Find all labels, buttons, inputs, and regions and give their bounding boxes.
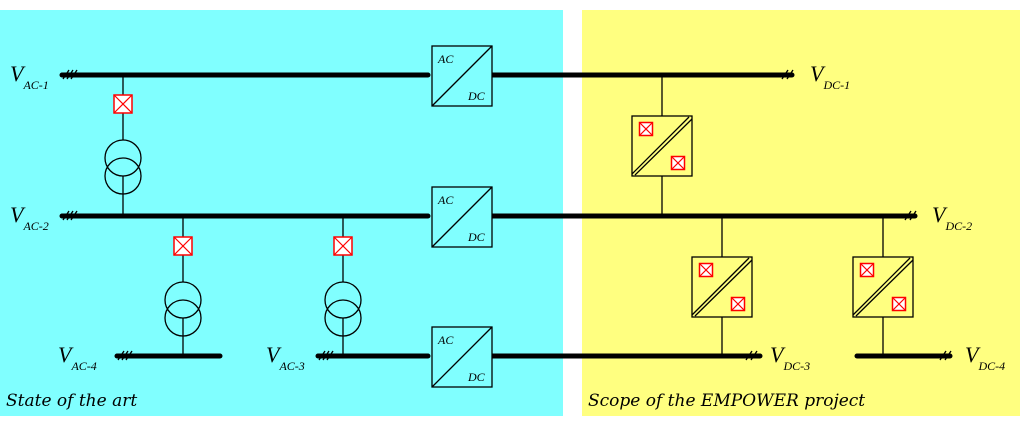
transformer-icon bbox=[164, 281, 202, 337]
label-vdc3: VDC-3 bbox=[770, 342, 810, 373]
circuit-breaker-icon bbox=[730, 296, 746, 312]
label-vac2: VAC-2 bbox=[10, 202, 49, 233]
three-phase-symbol-ac1 bbox=[62, 69, 78, 80]
dc-symbol-dc2 bbox=[904, 210, 917, 221]
ac-label: AC bbox=[437, 333, 454, 347]
circuit-breaker-icon bbox=[113, 94, 133, 114]
transformer-icon bbox=[324, 281, 362, 337]
circuit-breaker-icon bbox=[670, 155, 686, 171]
circuit-breaker-icon bbox=[859, 262, 875, 278]
ac-dc-converter: AC DC bbox=[431, 45, 493, 107]
ac-dc-converter: AC DC bbox=[431, 326, 493, 388]
label-vac3: VAC-3 bbox=[266, 342, 305, 373]
three-phase-symbol-ac3 bbox=[318, 350, 334, 361]
label-vdc2: VDC-2 bbox=[932, 202, 972, 233]
ac-dc-converter: AC DC bbox=[431, 186, 493, 248]
dc-label: DC bbox=[467, 370, 486, 384]
circuit-breaker-icon bbox=[333, 236, 353, 256]
circuit-breaker-icon bbox=[698, 262, 714, 278]
ac-label: AC bbox=[437, 52, 454, 66]
dc-label: DC bbox=[467, 230, 486, 244]
dc-label: DC bbox=[467, 89, 486, 103]
dc-dc-converter bbox=[631, 115, 693, 177]
label-vdc1: VDC-1 bbox=[810, 61, 850, 92]
circuit-breaker-icon bbox=[173, 236, 193, 256]
empower-scope-title: Scope of the EMPOWER project bbox=[588, 391, 865, 411]
label-vdc4: VDC-4 bbox=[965, 342, 1005, 373]
dc-symbol-dc3 bbox=[745, 350, 758, 361]
label-vac1: VAC-1 bbox=[10, 61, 49, 92]
label-vac4: VAC-4 bbox=[58, 342, 97, 373]
dc-symbol-dc4 bbox=[939, 350, 952, 361]
three-phase-symbol-ac4 bbox=[117, 350, 133, 361]
circuit-breaker-icon bbox=[891, 296, 907, 312]
dc-symbol-dc1 bbox=[781, 69, 794, 80]
state-of-art-title: State of the art bbox=[6, 391, 137, 411]
ac-label: AC bbox=[437, 193, 454, 207]
empower-scope-panel bbox=[582, 10, 1020, 416]
transformer-icon bbox=[104, 139, 142, 195]
dc-dc-converter bbox=[691, 256, 753, 318]
three-phase-symbol-ac2 bbox=[62, 210, 78, 221]
dc-dc-converter bbox=[852, 256, 914, 318]
circuit-breaker-icon bbox=[638, 121, 654, 137]
